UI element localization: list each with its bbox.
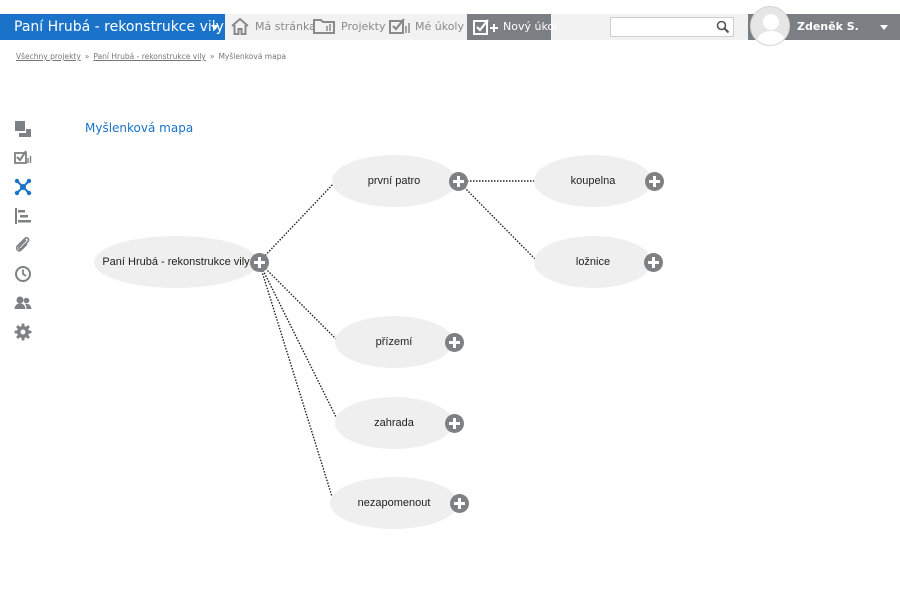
node-shape [534,236,652,288]
breadcrumb-separator: » [209,52,215,61]
plus-icon[interactable] [249,252,269,272]
node-shape [332,155,456,207]
project-select[interactable]: Paní Hrubá - rekonstrukce vily [0,14,225,40]
gantt-icon[interactable] [14,207,32,225]
node-shape [94,236,258,288]
plus-icon[interactable] [644,171,664,191]
breadcrumb-all-projects[interactable]: Všechny projekty [16,52,81,61]
breadcrumb-project[interactable]: Paní Hrubá - rekonstrukce vily [93,52,206,61]
plus-icon[interactable] [449,493,469,513]
breadcrumb-current: Myšlenková mapa [218,52,287,61]
new-task-button[interactable]: Nový úkol [467,14,557,40]
mindmap-icon[interactable] [14,178,32,196]
mindmap-node[interactable]: ložnice [534,236,663,288]
breadcrumb-separator: » [84,52,90,61]
node-label: Paní Hrubá - rekonstrukce vily [102,256,250,268]
mindmap-node-root[interactable]: Paní Hrubá - rekonstrukce vily [94,236,269,288]
caret-down-icon [211,25,219,30]
mindmap-node[interactable]: nezapomenout [330,477,469,529]
nav-my-page-label: Má stránka [255,20,316,33]
plus-icon[interactable] [444,332,464,352]
avatar[interactable] [750,6,790,46]
mindmap-node[interactable]: první patro [332,155,468,207]
node-shape [335,397,453,449]
mindmap-edge [258,261,340,343]
node-shape [330,477,458,529]
node-shape [534,155,652,207]
attachments-icon[interactable] [14,236,32,254]
mindmap-edge [258,261,335,504]
breadcrumb: Všechny projekty»Paní Hrubá - rekonstruk… [16,52,286,61]
settings-icon[interactable] [14,323,32,341]
add-task-icon [473,19,498,35]
tasks-icon[interactable] [14,149,32,167]
page-title: Myšlenková mapa [85,121,194,135]
plus-icon[interactable] [643,252,663,272]
checkbox-icon [389,18,410,34]
node-label: koupelna [570,175,616,187]
node-label: nezapomenout [357,497,431,509]
nav-projects[interactable]: Projekty [313,14,385,40]
mindmap-node[interactable]: přízemí [335,316,464,368]
user-silhouette-icon [756,14,786,45]
dashboard-icon[interactable] [14,120,32,138]
mindmap-edge [457,180,539,263]
nav-my-tasks-label: Mé úkoly [415,20,465,33]
mindmap-edge [258,180,337,263]
nav-my-page[interactable]: Má stránka [231,14,316,40]
mindmap-node[interactable]: zahrada [335,397,464,449]
clock-icon[interactable] [14,265,32,283]
node-label: první patro [367,175,421,187]
project-select-label: Paní Hrubá - rekonstrukce vily [14,19,224,35]
plus-icon[interactable] [448,171,468,191]
plus-icon[interactable] [444,413,464,433]
home-icon [231,18,249,35]
user-name[interactable]: Zdeněk S. [797,20,859,33]
folder-icon [313,19,335,34]
new-task-label: Nový úkol [503,20,558,33]
mindmap-edge [258,261,340,424]
search-input[interactable] [610,17,734,37]
nav-projects-label: Projekty [341,20,386,33]
node-shape [335,316,453,368]
nav-my-tasks[interactable]: Mé úkoly [389,14,464,40]
search-icon[interactable] [716,20,730,34]
node-label: zahrada [374,417,414,429]
mindmap-node[interactable]: koupelna [534,155,664,207]
caret-down-icon[interactable] [880,25,888,30]
node-label: přízemí [375,336,413,348]
node-label: ložnice [575,256,611,268]
users-icon[interactable] [14,294,32,312]
